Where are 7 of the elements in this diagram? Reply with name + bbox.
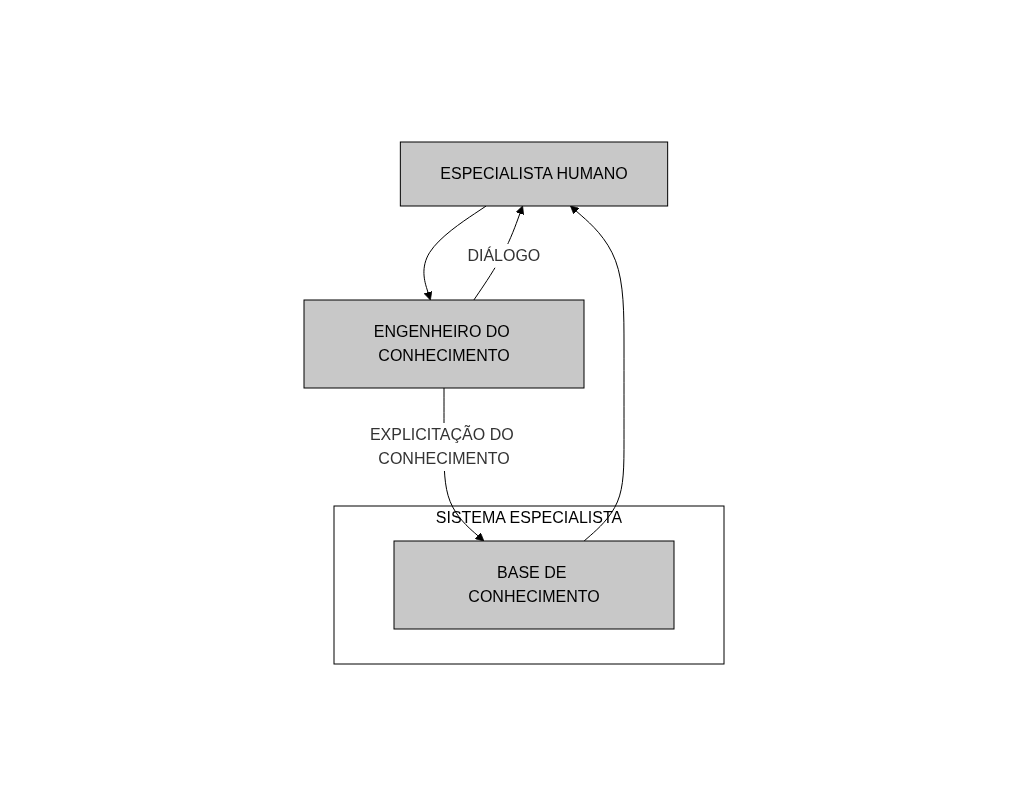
node-box: ESPECIALISTA HUMANO bbox=[399, 141, 668, 206]
arrow bbox=[422, 205, 487, 300]
node-box: ENGENHEIRO DO CONHECIMENTO bbox=[303, 299, 584, 388]
arrow bbox=[569, 205, 624, 541]
node-box: BASE DE CONHECIMENTO bbox=[393, 540, 674, 629]
edge-label: EXPLICITAÇÃO DO CONHECIMENTO bbox=[369, 425, 514, 467]
edge-label: DIÁLOGO bbox=[466, 246, 540, 264]
